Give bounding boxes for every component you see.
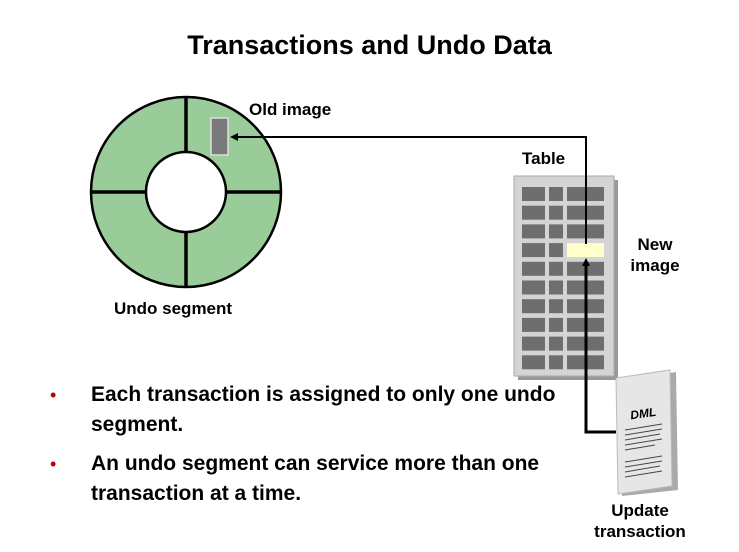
table-cell [549,187,563,201]
table-graphic [513,175,618,380]
old-image-label: Old image [249,100,332,119]
table-cell [522,299,545,314]
undo-segment-ring [89,95,283,289]
old-image-block [210,117,229,156]
dml-text: DML [629,405,657,422]
table-cell [549,243,563,258]
table-cell [522,187,545,201]
table-cell [522,205,545,220]
table-cell [549,224,563,239]
table-cell [522,224,545,239]
table-cell [522,261,545,276]
table-label: Table [522,149,566,168]
arrow-head-old-image [230,133,238,141]
table-cell [522,317,545,332]
table-cell [522,355,545,370]
bullet-icon: • [50,454,57,474]
table-cell [549,205,563,220]
table-cell [549,261,563,276]
table-cell [522,336,545,351]
connector-lines [230,133,616,434]
dml-document-icon: DML [615,369,678,496]
table-cell [522,280,545,295]
update-transaction-label: Update transaction [594,501,686,541]
bullet-icon: • [50,385,57,405]
table-cell [549,336,563,351]
table-cell [549,280,563,295]
undo-segment-label: Undo segment [114,299,233,318]
new-image-label: New image [630,235,680,275]
new-image-cell [567,243,604,258]
table-cell [549,299,563,314]
table-cell [522,243,545,258]
table-cell [549,355,563,370]
arrow-head-new-image [582,258,590,266]
slide-title: Transactions and Undo Data [187,30,552,60]
table-cell [549,317,563,332]
